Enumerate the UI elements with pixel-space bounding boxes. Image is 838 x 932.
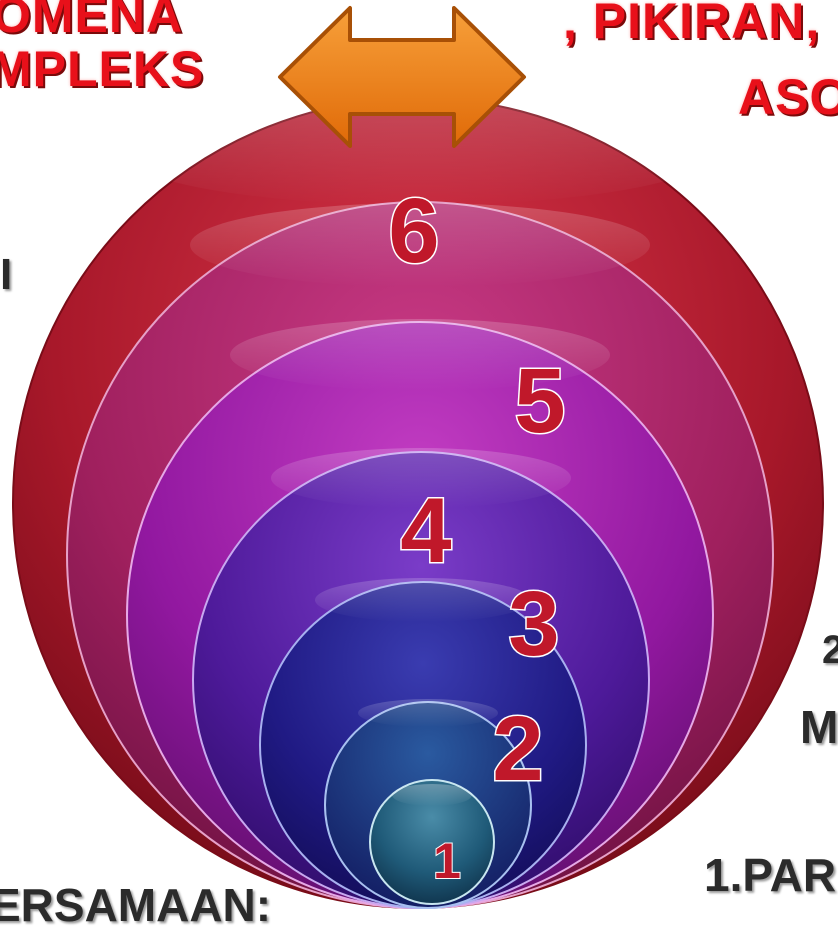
circle-1 [369, 779, 495, 905]
top-right-heading-line1: , PIKIRAN, [563, 0, 821, 49]
right-fragment-1: 2 [822, 628, 838, 672]
top-right-heading-line2: ASO [738, 69, 838, 125]
concentric-circles-diagram: 6 5 4 3 2 1 [12, 6, 824, 909]
left-fragment-text: I [0, 250, 13, 299]
right-fragment-3: 1.PAR [704, 849, 837, 901]
bottom-left-heading: ERSAMAAN: [0, 879, 272, 931]
circle-5-number: 5 [514, 350, 565, 452]
top-left-heading-line1: OMENA [0, 0, 184, 43]
top-left-heading-line2: MPLEKS [0, 41, 205, 97]
circle-1-number: 1 [433, 833, 461, 889]
double-arrow-icon [278, 6, 526, 148]
circle-6-number: 6 [388, 180, 439, 282]
circle-2-number: 2 [492, 698, 543, 800]
circle-3-number: 3 [508, 573, 559, 675]
right-fragment-2: M [800, 701, 838, 753]
circle-4-number: 4 [400, 480, 451, 582]
